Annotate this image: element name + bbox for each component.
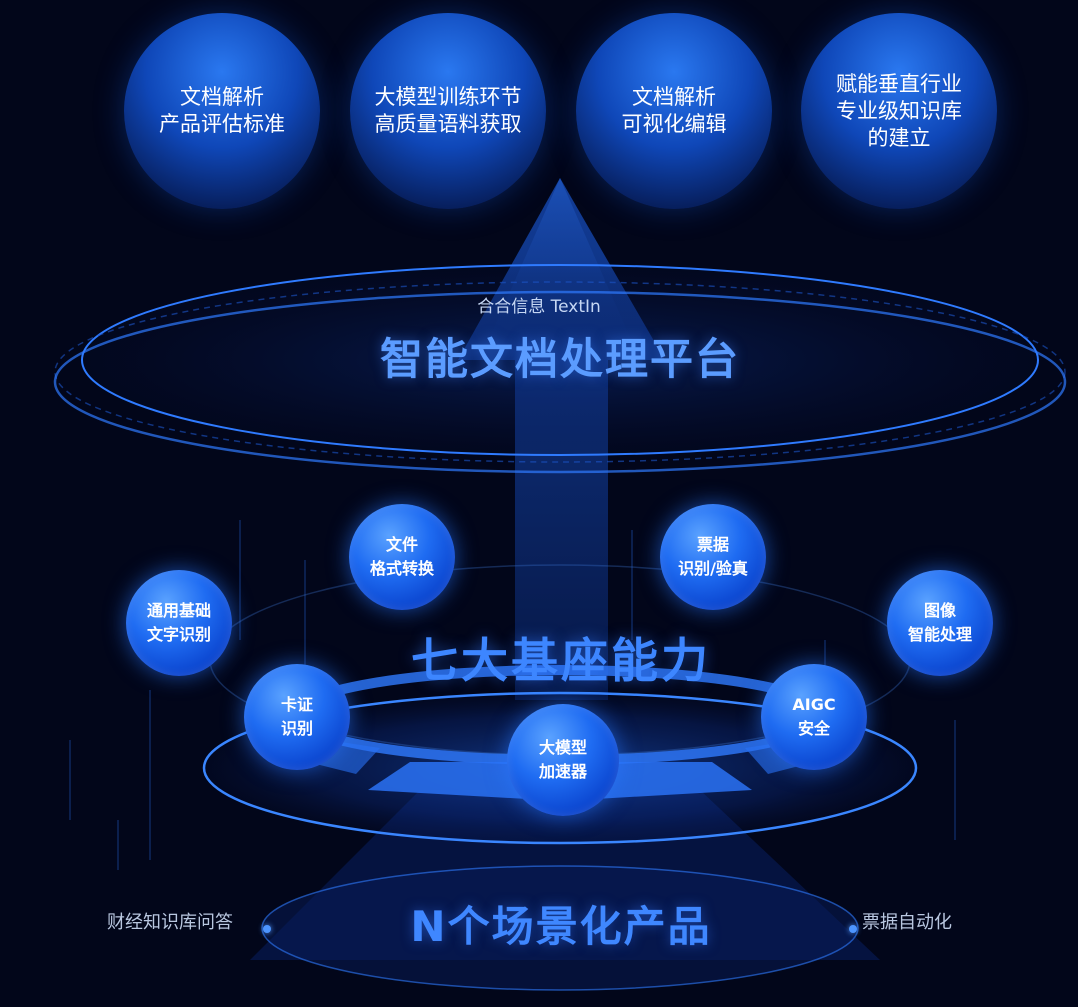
scene-finance-qa: 财经知识库问答 [107,912,233,933]
scene-left-dot [263,925,271,933]
core-title: 七大基座能力 [411,634,711,689]
platform-title: 智能文档处理平台 [380,335,740,385]
goal-doc-parsing-standard: 文档解析产品评估标准 [124,13,320,209]
light-lines [69,520,956,870]
goal-knowledge-base: 赋能垂直行业专业级知识库的建立 [801,13,997,209]
platform-subtitle: 合合信息 TextIn [477,297,601,317]
products-ellipse [261,865,859,991]
goal-visual-editing: 文档解析可视化编辑 [576,13,772,209]
scene-right-dot [849,925,857,933]
node-general-ocr: 通用基础文字识别 [126,570,232,676]
node-invoice-verification: 票据识别/验真 [660,504,766,610]
scene-invoice-automation: 票据自动化 [862,912,952,933]
products-title: N个场景化产品 [410,902,712,951]
goal-llm-corpus: 大模型训练环节高质量语料获取 [350,13,546,209]
platform-ellipse [81,264,1039,456]
node-file-conversion: 文件格式转换 [349,504,455,610]
node-card-recognition: 卡证识别 [244,664,350,770]
node-llm-accelerator: 大模型加速器 [507,704,619,816]
node-image-processing: 图像智能处理 [887,570,993,676]
